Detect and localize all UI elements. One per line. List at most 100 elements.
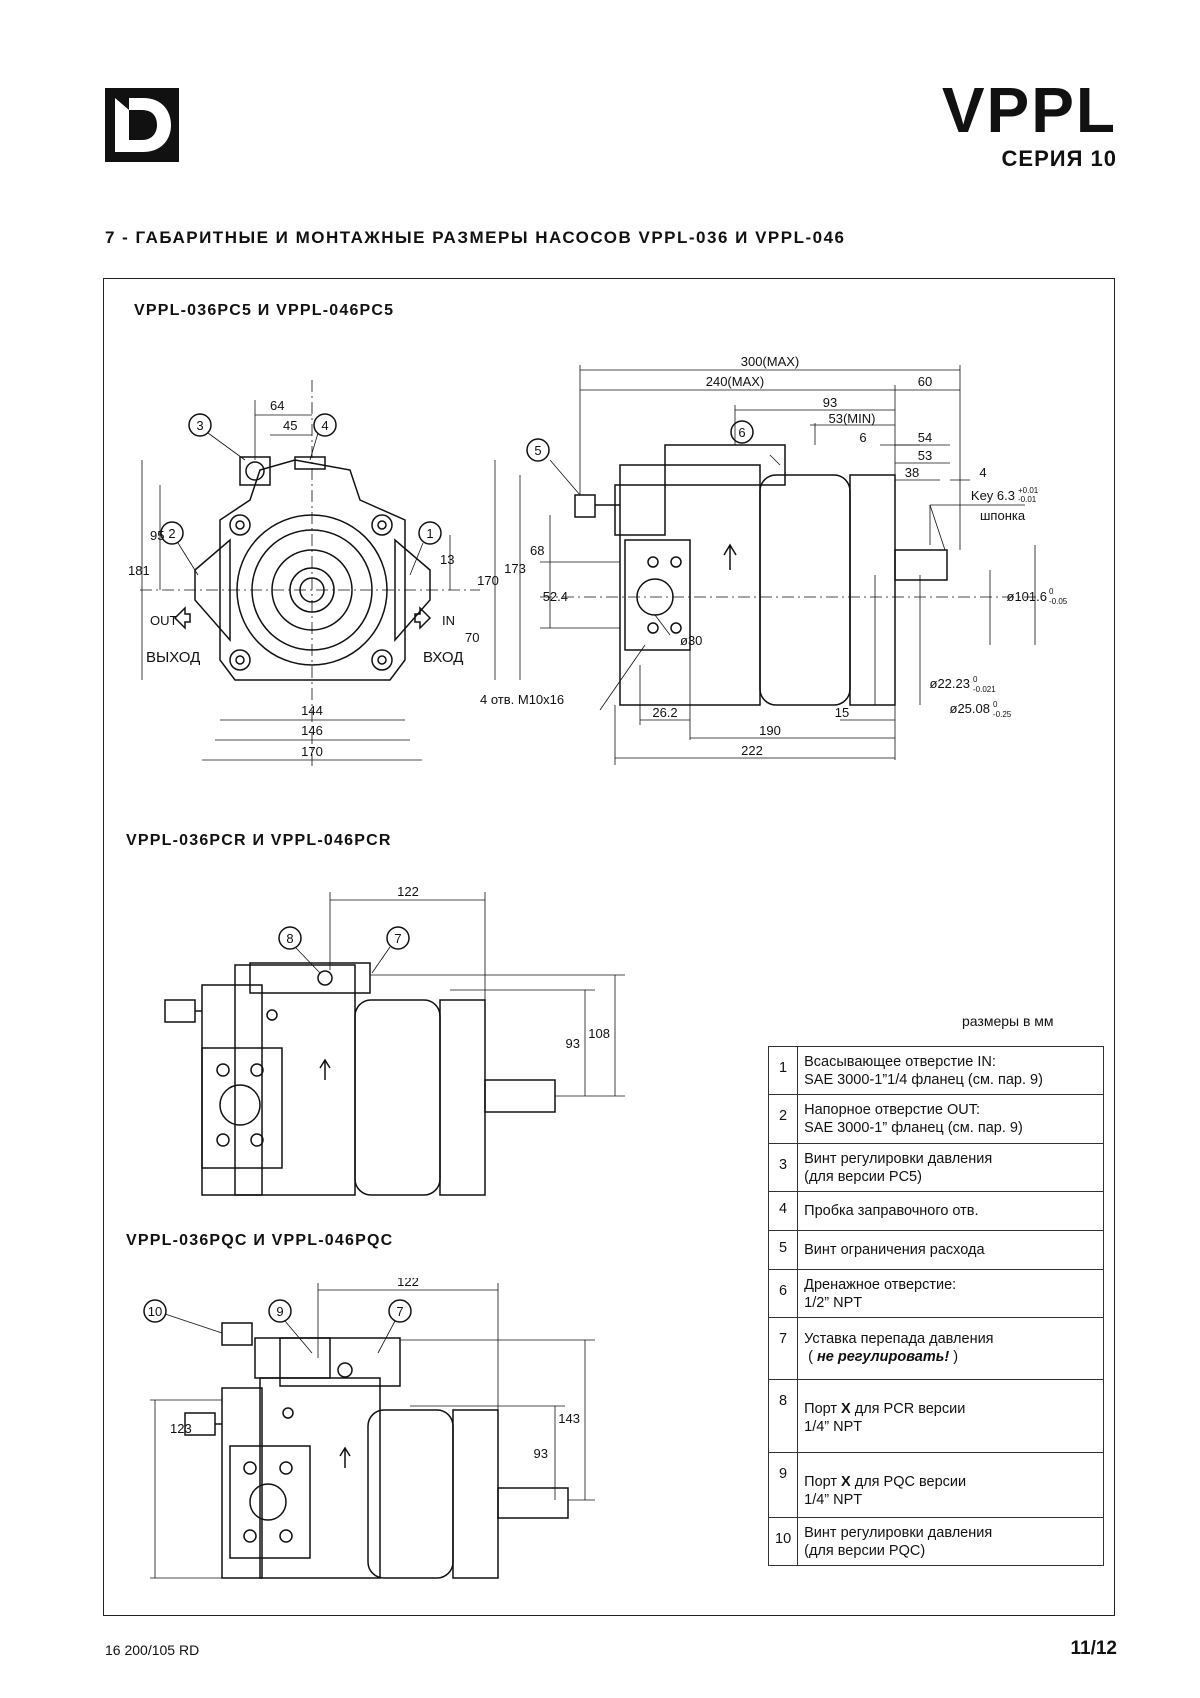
callout-9: 9: [276, 1304, 283, 1319]
brand-block: VPPL СЕРИЯ 10: [942, 78, 1117, 172]
dim-53-min: 53(MIN): [829, 411, 876, 426]
brand-series: СЕРИЯ 10: [1001, 146, 1117, 171]
d101-tolerance-bottom: -0.05: [1049, 597, 1068, 606]
dim-181: 181: [128, 563, 150, 578]
legend-num: 8: [767, 1378, 799, 1453]
dim-170-horizontal: 170: [301, 744, 323, 759]
label-key: Key 6.3: [971, 488, 1015, 503]
label-d30: ø30: [680, 633, 702, 648]
legend-table: 1 Всасывающее отверстие IN:SAE 3000-1”1/…: [767, 1045, 1104, 1567]
dim-122: 122: [397, 884, 419, 899]
dim-15: 15: [835, 705, 849, 720]
legend-text: (для версии PC5): [804, 1168, 922, 1185]
label-d101: ø101.6: [1007, 589, 1047, 604]
dim-144: 144: [301, 703, 323, 718]
key-tolerance-bottom: -0.01: [1018, 495, 1037, 504]
dim-240-max: 240(MAX): [706, 374, 765, 389]
key-tolerance-top: +0.01: [1018, 486, 1039, 495]
legend-row: 6 Дренажное отверстие: 1/2” NPT: [767, 1268, 1104, 1319]
legend-num: 1: [767, 1045, 799, 1096]
pcr-title: VPPL-036PCR И VPPL-046PCR: [126, 832, 392, 849]
dim-13: 13: [440, 552, 454, 567]
dim-60: 60: [918, 374, 932, 389]
dim-95: 95: [150, 528, 164, 543]
legend-text: Винт регулировки давления: [804, 1150, 993, 1167]
dim-52-4: 52.4: [543, 589, 568, 604]
legend-num: 9: [767, 1451, 799, 1519]
pcr-side-view: 8 7 122 93 108: [164, 884, 625, 1196]
legend-num: 10: [767, 1516, 799, 1567]
legend-num: 2: [767, 1094, 799, 1144]
callout-4: 4: [321, 418, 328, 433]
pqc-title: VPPL-036PQC И VPPL-046PQC: [126, 1232, 394, 1249]
callout-7: 7: [396, 1304, 403, 1319]
dim-146: 146: [301, 723, 323, 738]
legend-row: 5 Винт ограничения расхода: [767, 1229, 1104, 1271]
legend-text: Винт регулировки давления: [804, 1525, 993, 1541]
legend-row: 3 Винт регулировки давления(для версии P…: [767, 1142, 1104, 1192]
legend-text: 1/4” NPT: [804, 1491, 863, 1508]
pc5-front-view: 3 4 2 1 64 45 95 181 13 173 170 70 OUT В…: [128, 380, 526, 770]
page-number: 11/12: [1070, 1638, 1118, 1659]
callout-7: 7: [394, 931, 401, 946]
d25-tolerance-top: 0: [993, 700, 998, 709]
callout-1: 1: [426, 526, 433, 541]
company-logo: [105, 88, 179, 162]
dim-93: 93: [566, 1036, 580, 1051]
legend-num: 7: [767, 1317, 799, 1380]
label-key-ru: шпонка: [980, 508, 1026, 523]
dim-64: 64: [270, 398, 284, 413]
drawing-frame: [103, 278, 1115, 1616]
legend-row: 2 Напорное отверстие OUT:SAE 3000-1” фла…: [767, 1094, 1104, 1144]
legend-text: Уставка перепада давления: [804, 1331, 994, 1348]
label-d22: ø22.23: [930, 676, 970, 691]
callout-10: 10: [148, 1304, 162, 1319]
dim-190: 190: [759, 723, 781, 738]
callout-6: 6: [738, 425, 745, 440]
label-out: OUT: [150, 613, 178, 628]
dim-45: 45: [283, 418, 297, 433]
legend-text: Всасывающее отверстие IN:: [804, 1054, 996, 1070]
dim-170-vertical: 170: [477, 573, 499, 588]
units-note: размеры в мм: [962, 1013, 1054, 1029]
d22-tolerance-top: 0: [973, 675, 978, 684]
legend-text: Дренажное отверстие:: [804, 1277, 957, 1293]
callout-3: 3: [196, 418, 203, 433]
legend-num: 5: [767, 1229, 799, 1271]
dim-38: 38: [905, 465, 919, 480]
section-title: 7 - ГАБАРИТНЫЕ И МОНТАЖНЫЕ РАЗМЕРЫ НАСОС…: [105, 228, 846, 247]
legend-num: 4: [767, 1190, 799, 1231]
legend-num: 6: [767, 1268, 799, 1319]
legend-text: 1/4” NPT: [804, 1418, 863, 1435]
dim-53: 53: [918, 448, 932, 463]
legend-text: Винт ограничения расхода: [804, 1241, 985, 1258]
d101-tolerance-top: 0: [1049, 587, 1054, 596]
dim-6: 6: [859, 430, 866, 445]
legend-num: 3: [767, 1142, 799, 1192]
dim-26-2: 26.2: [652, 705, 677, 720]
legend-text: SAE 3000-1” фланец (см. пар. 9): [804, 1120, 1023, 1137]
dim-173: 173: [504, 561, 526, 576]
callout-2: 2: [168, 526, 175, 541]
legend-row: 10 Винт регулировки давления (для версии …: [767, 1516, 1104, 1567]
dim-122: 122: [397, 1278, 419, 1289]
label-out-ru: ВЫХОД: [146, 649, 200, 666]
legend-text: 1/2” NPT: [804, 1295, 863, 1312]
dim-70: 70: [465, 630, 479, 645]
dim-300-max: 300(MAX): [741, 354, 800, 369]
label-holes: 4 отв. M10x16: [480, 692, 564, 707]
dim-54: 54: [918, 430, 932, 445]
legend-text: (для версии PQC): [804, 1543, 926, 1560]
dim-222: 222: [741, 743, 763, 758]
dim-93: 93: [823, 395, 837, 410]
legend-row: 1 Всасывающее отверстие IN:SAE 3000-1”1/…: [767, 1045, 1104, 1096]
pc5-title: VPPL-036PC5 И VPPL-046PC5: [134, 302, 395, 319]
legend-text: Пробка заправочного отв.: [804, 1202, 979, 1219]
label-in-ru: ВХОД: [423, 649, 463, 666]
d22-tolerance-bottom: -0.021: [973, 685, 996, 694]
dim-93: 93: [534, 1446, 548, 1461]
dim-68: 68: [530, 543, 544, 558]
callout-5: 5: [534, 443, 541, 458]
